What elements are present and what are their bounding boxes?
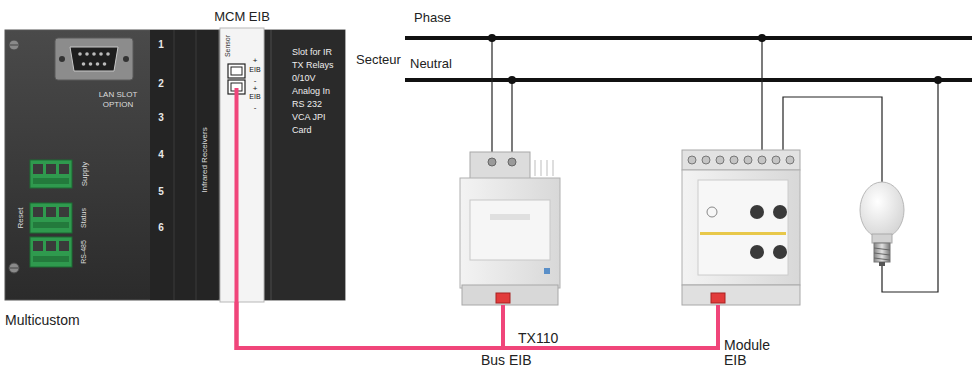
- text-holder: RS-485: [80, 240, 88, 264]
- text-holder: MCM EIB: [214, 9, 270, 24]
- device-label: Module EIB: [724, 338, 784, 368]
- text-holder: +: [253, 56, 258, 65]
- pin-label: EIB: [249, 66, 260, 74]
- text-holder: 5: [158, 186, 164, 198]
- text-holder: Sensor: [224, 35, 232, 57]
- terminal-block: [30, 203, 72, 233]
- device-label: Multicustom: [5, 312, 80, 328]
- text-holder: LAN SLOT OPTION: [93, 90, 143, 110]
- text-holder: Secteur: [356, 52, 401, 67]
- line-label: Phase: [414, 10, 451, 25]
- text-holder: TX110: [518, 330, 558, 346]
- slot-number: 3: [158, 112, 164, 124]
- slot-label: LAN SLOT OPTION: [93, 90, 143, 110]
- card-terminal-inner: [231, 67, 242, 75]
- slot-edge: [271, 30, 272, 300]
- db9-pins: [78, 52, 110, 66]
- port-label: Sensor: [224, 35, 232, 57]
- screw-slot: [10, 268, 18, 269]
- device-body: Module EIB: [680, 150, 802, 305]
- tx110-device: [460, 152, 560, 305]
- screw: [9, 40, 19, 50]
- text-holder: +: [253, 84, 258, 93]
- bus-connector: [237, 302, 504, 348]
- text-holder: Infrared Receivers: [200, 127, 209, 192]
- port-label: Reset: [16, 208, 25, 229]
- pin-label: +: [253, 56, 258, 65]
- bus-wire: [235, 88, 239, 302]
- module-card: MCM EIBSensor+EIB-+EIB-: [220, 28, 264, 302]
- text-holder: EIB: [249, 66, 260, 74]
- panel-face: [5, 30, 345, 300]
- slot-ridge: [196, 30, 197, 300]
- text-holder: Slot for IR TX Relays 0/10V Analog In RS…: [292, 46, 334, 137]
- db9-shell: [70, 47, 118, 71]
- line-label: Secteur: [356, 52, 401, 67]
- slot-label: Infrared Receivers: [200, 127, 209, 192]
- pin-label: EIB: [249, 93, 260, 101]
- pin-label: -: [254, 76, 257, 85]
- neutral-line: [405, 78, 972, 82]
- device-body: TX110: [458, 150, 562, 305]
- bus-label: Bus EIB: [478, 352, 535, 368]
- slot-ridge: [174, 30, 175, 300]
- terminal-block: [30, 237, 72, 267]
- slot-area: Slot for IR TX Relays 0/10V Analog In RS…: [287, 42, 341, 202]
- port-label: Status: [80, 208, 88, 228]
- pin-label: -: [254, 103, 257, 112]
- screw: [9, 263, 19, 273]
- device-panel: MulticustomMCM EIBSensor+EIB-+EIB-Slot f…: [5, 30, 345, 300]
- terminal-block: [30, 160, 72, 188]
- text-holder: EIB: [249, 93, 260, 101]
- text-holder: Supply: [80, 162, 89, 186]
- junction-dots: [488, 34, 942, 84]
- text-holder: Bus EIB: [478, 352, 535, 368]
- line-label: Neutral: [410, 56, 452, 71]
- screw-slot: [10, 45, 18, 46]
- text-holder: 3: [158, 112, 164, 124]
- bus-connector: [237, 302, 719, 348]
- mcm-card: [220, 28, 264, 302]
- card-terminal: [228, 64, 245, 78]
- right-slot: [264, 30, 345, 300]
- slot-text: Slot for IR TX Relays 0/10V Analog In RS…: [292, 46, 334, 137]
- text-holder: 2: [158, 78, 164, 90]
- text-holder: 1: [158, 39, 164, 51]
- db9-hole: [59, 56, 65, 62]
- text-holder: Reset: [16, 208, 25, 229]
- slot-number: 6: [158, 222, 164, 234]
- text-holder: -: [254, 103, 257, 112]
- multicustom-panel: [5, 28, 345, 302]
- text-holder: Neutral: [410, 56, 452, 71]
- db9-hole: [123, 56, 129, 62]
- slot-number: 5: [158, 186, 164, 198]
- slot-number: 4: [158, 149, 164, 161]
- slot-number: 2: [158, 78, 164, 90]
- device-label: TX110: [518, 330, 558, 346]
- db9-plate: [55, 38, 133, 80]
- port-label: Supply: [80, 162, 89, 186]
- text-holder: 4: [158, 149, 164, 161]
- pin-label: +: [253, 84, 258, 93]
- light-bulb: [860, 182, 904, 266]
- text-holder: Status: [80, 208, 88, 228]
- text-holder: Module EIB: [724, 338, 784, 368]
- text-holder: -: [254, 76, 257, 85]
- text-holder: Multicustom: [5, 312, 80, 328]
- slot-column: [150, 30, 218, 300]
- slot-number: 1: [158, 39, 164, 51]
- text-holder: 6: [158, 222, 164, 234]
- card-heading: MCM EIB: [214, 9, 270, 24]
- text-holder: Phase: [414, 10, 451, 25]
- module-eib-device: [682, 150, 800, 305]
- port-label: RS-485: [80, 240, 88, 264]
